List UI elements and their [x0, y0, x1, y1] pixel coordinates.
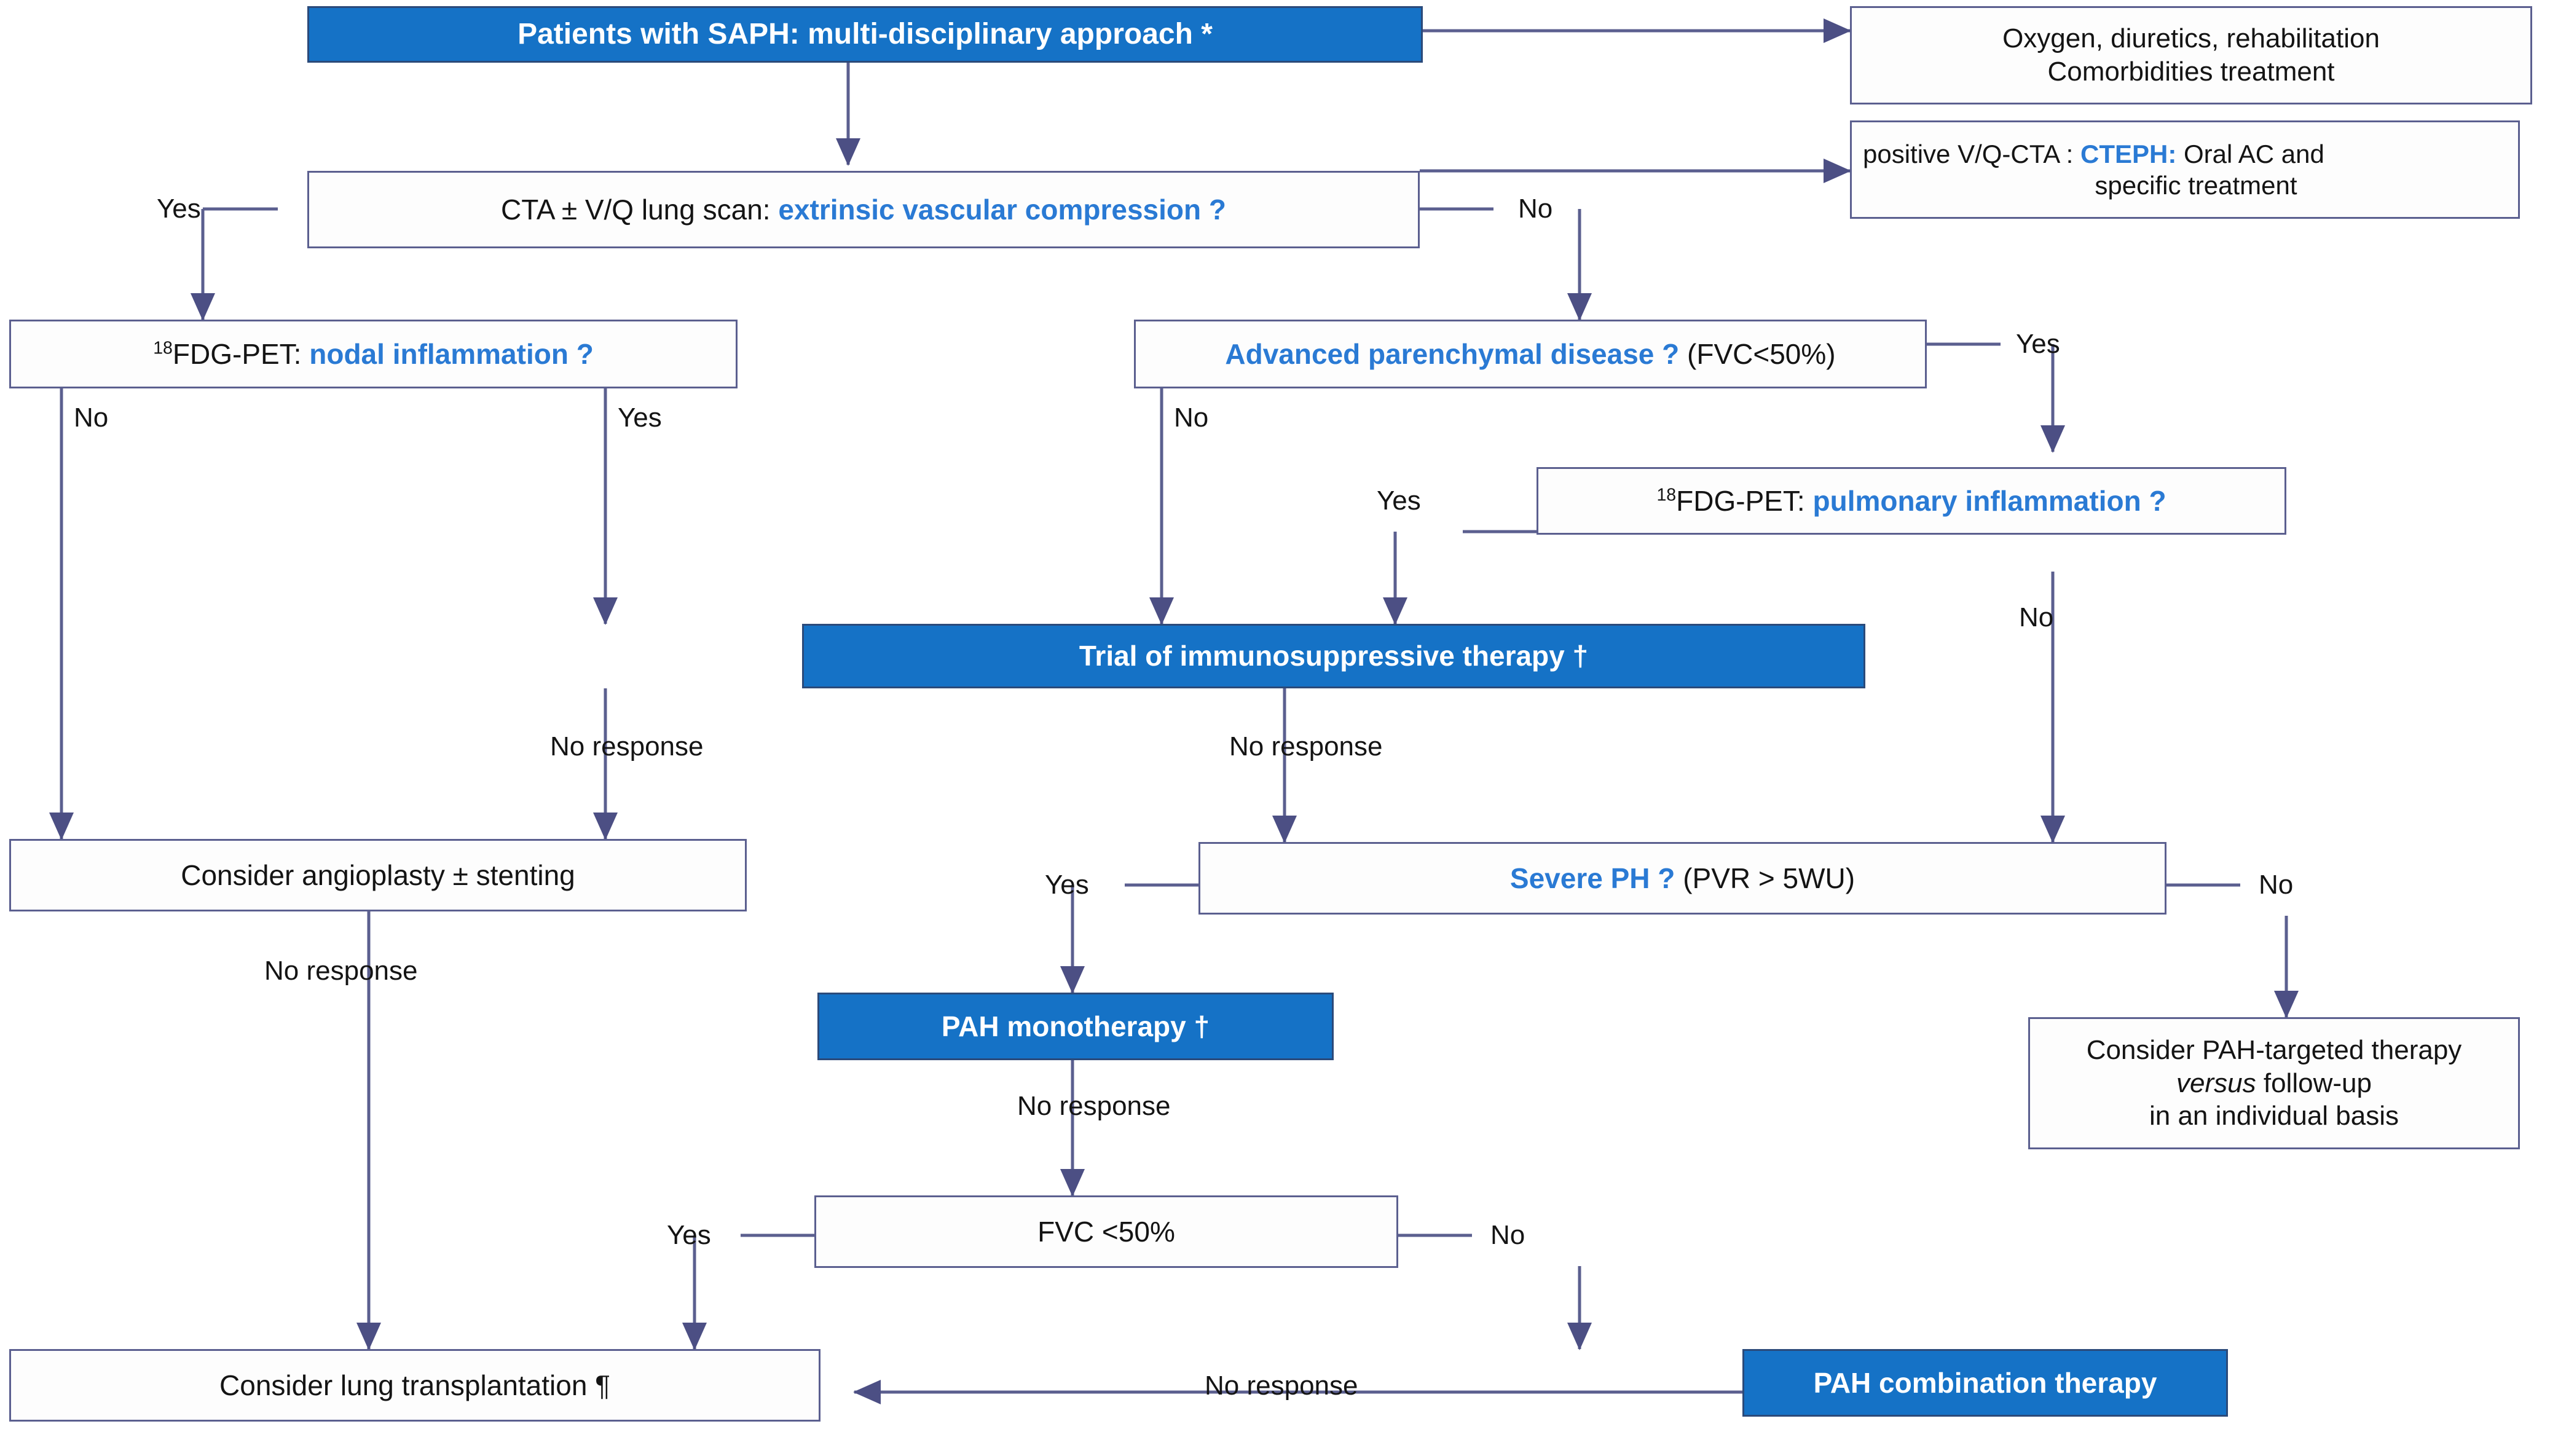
severe-ph-question: Severe PH ?: [1509, 862, 1675, 894]
edge-label-parenchymal-yes: Yes: [2016, 329, 2060, 359]
pah-mono-label: PAH monotherapy: [941, 1010, 1186, 1042]
edge-label-angioplasty-noresponse: No response: [264, 956, 418, 986]
fdg-pulm-prefix: FDG-PET:: [1676, 484, 1805, 517]
fdg-nodal-prefix: FDG-PET:: [172, 337, 302, 370]
fdg-nodal-question: nodal inflammation ?: [309, 337, 594, 370]
fdg-pulm-question: pulmonary inflammation ?: [1812, 484, 2166, 517]
node-saph[interactable]: Patients with SAPH: multi-disciplinary a…: [307, 6, 1423, 63]
supportive-line-2: Comorbidities treatment: [2047, 57, 2335, 87]
edge-label-fdgnodal-yes: Yes: [618, 403, 662, 433]
edge-label-parenchymal-no: No: [1174, 403, 1209, 433]
severe-ph-suffix: (PVR > 5WU): [1683, 862, 1855, 894]
node-cta-vq-scan[interactable]: CTA ± V/Q lung scan: extrinsic vascular …: [307, 171, 1420, 248]
supportive-line-1: Oxygen, diuretics, rehabilitation: [2002, 23, 2380, 54]
fvc-label: FVC <50%: [1037, 1215, 1175, 1248]
node-immunosuppressive-trial[interactable]: Trial of immunosuppressive therapy †: [802, 624, 1865, 688]
pah-combo-label: PAH combination therapy: [1813, 1366, 2157, 1399]
immuno-marker: †: [1572, 640, 1589, 672]
cta-question: extrinsic vascular compression ?: [778, 193, 1226, 226]
fdg-nodal-isotope: 18: [153, 338, 173, 358]
pah-mono-marker: †: [1194, 1010, 1210, 1042]
edge-label-cta-no: No: [1518, 194, 1553, 224]
node-cteph-treatment[interactable]: positive V/Q-CTA : CTEPH: Oral AC and sp…: [1850, 120, 2520, 219]
node-advanced-parenchymal-disease[interactable]: Advanced parenchymal disease ? (FVC<50%): [1134, 320, 1927, 388]
parenchymal-question: Advanced parenchymal disease ?: [1225, 337, 1680, 370]
transplant-marker: ¶: [595, 1369, 610, 1401]
fdg-pulm-isotope: 18: [1656, 485, 1677, 505]
pah-targeted-line-3: in an individual basis: [2149, 1101, 2399, 1131]
cteph-line-2: specific treatment: [2095, 171, 2297, 200]
pah-targeted-versus: versus: [2176, 1068, 2256, 1098]
node-pah-combination-therapy[interactable]: PAH combination therapy: [1742, 1349, 2228, 1417]
cteph-suffix: Oral AC and: [2184, 139, 2324, 168]
node-severe-ph[interactable]: Severe PH ? (PVR > 5WU): [1198, 842, 2166, 915]
pah-targeted-line-2: versus follow-up: [2176, 1067, 2372, 1100]
pah-targeted-line-1: Consider PAH-targeted therapy: [2086, 1034, 2462, 1065]
parenchymal-suffix: (FVC<50%): [1687, 337, 1836, 370]
node-pah-monotherapy[interactable]: PAH monotherapy †: [817, 993, 1334, 1060]
cta-prefix: CTA ± V/Q lung scan:: [500, 193, 771, 226]
node-fvc-threshold[interactable]: FVC <50%: [814, 1195, 1398, 1268]
edge-label-fvc-yes: Yes: [667, 1220, 711, 1250]
edge-label-combo-noresponse: No response: [1205, 1371, 1358, 1401]
node-fdgpet-pulmonary[interactable]: 18FDG-PET: pulmonary inflammation ?: [1537, 467, 2286, 535]
cteph-highlight: CTEPH:: [2080, 139, 2177, 168]
node-saph-marker: *: [1201, 17, 1213, 50]
node-consider-lung-transplantation[interactable]: Consider lung transplantation ¶: [9, 1349, 820, 1422]
edge-label-fvc-no: No: [1490, 1220, 1525, 1250]
edge-label-fdgpulm-no: No: [2019, 602, 2054, 632]
edge-label-immuno-mid-noresponse: No response: [1229, 731, 1383, 761]
edge-label-immuno-left-noresponse: No response: [550, 731, 704, 761]
node-fdgpet-nodal[interactable]: 18FDG-PET: nodal inflammation ?: [9, 320, 738, 388]
node-saph-label: Patients with SAPH: multi-disciplinary a…: [517, 17, 1193, 50]
transplant-label: Consider lung transplantation: [219, 1369, 588, 1401]
node-pah-targeted-vs-followup[interactable]: Consider PAH-targeted therapy versus fol…: [2028, 1017, 2520, 1149]
immuno-label: Trial of immunosuppressive therapy: [1079, 640, 1565, 672]
edge-label-pahmono-noresponse: No response: [1017, 1091, 1171, 1121]
edge-label-cta-yes: Yes: [157, 194, 201, 224]
angioplasty-label: Consider angioplasty ± stenting: [181, 859, 575, 891]
node-supportive-care[interactable]: Oxygen, diuretics, rehabilitation Comorb…: [1850, 6, 2532, 104]
edge-label-severeph-yes: Yes: [1045, 870, 1089, 900]
pah-targeted-followup: follow-up: [2256, 1068, 2372, 1098]
cteph-prefix: positive V/Q-CTA :: [1863, 139, 2074, 168]
edge-label-fdgnodal-no: No: [74, 403, 109, 433]
edge-label-severeph-no: No: [2259, 870, 2294, 900]
edge-label-fdgpulm-yes: Yes: [1377, 486, 1421, 516]
node-consider-angioplasty[interactable]: Consider angioplasty ± stenting: [9, 839, 747, 911]
